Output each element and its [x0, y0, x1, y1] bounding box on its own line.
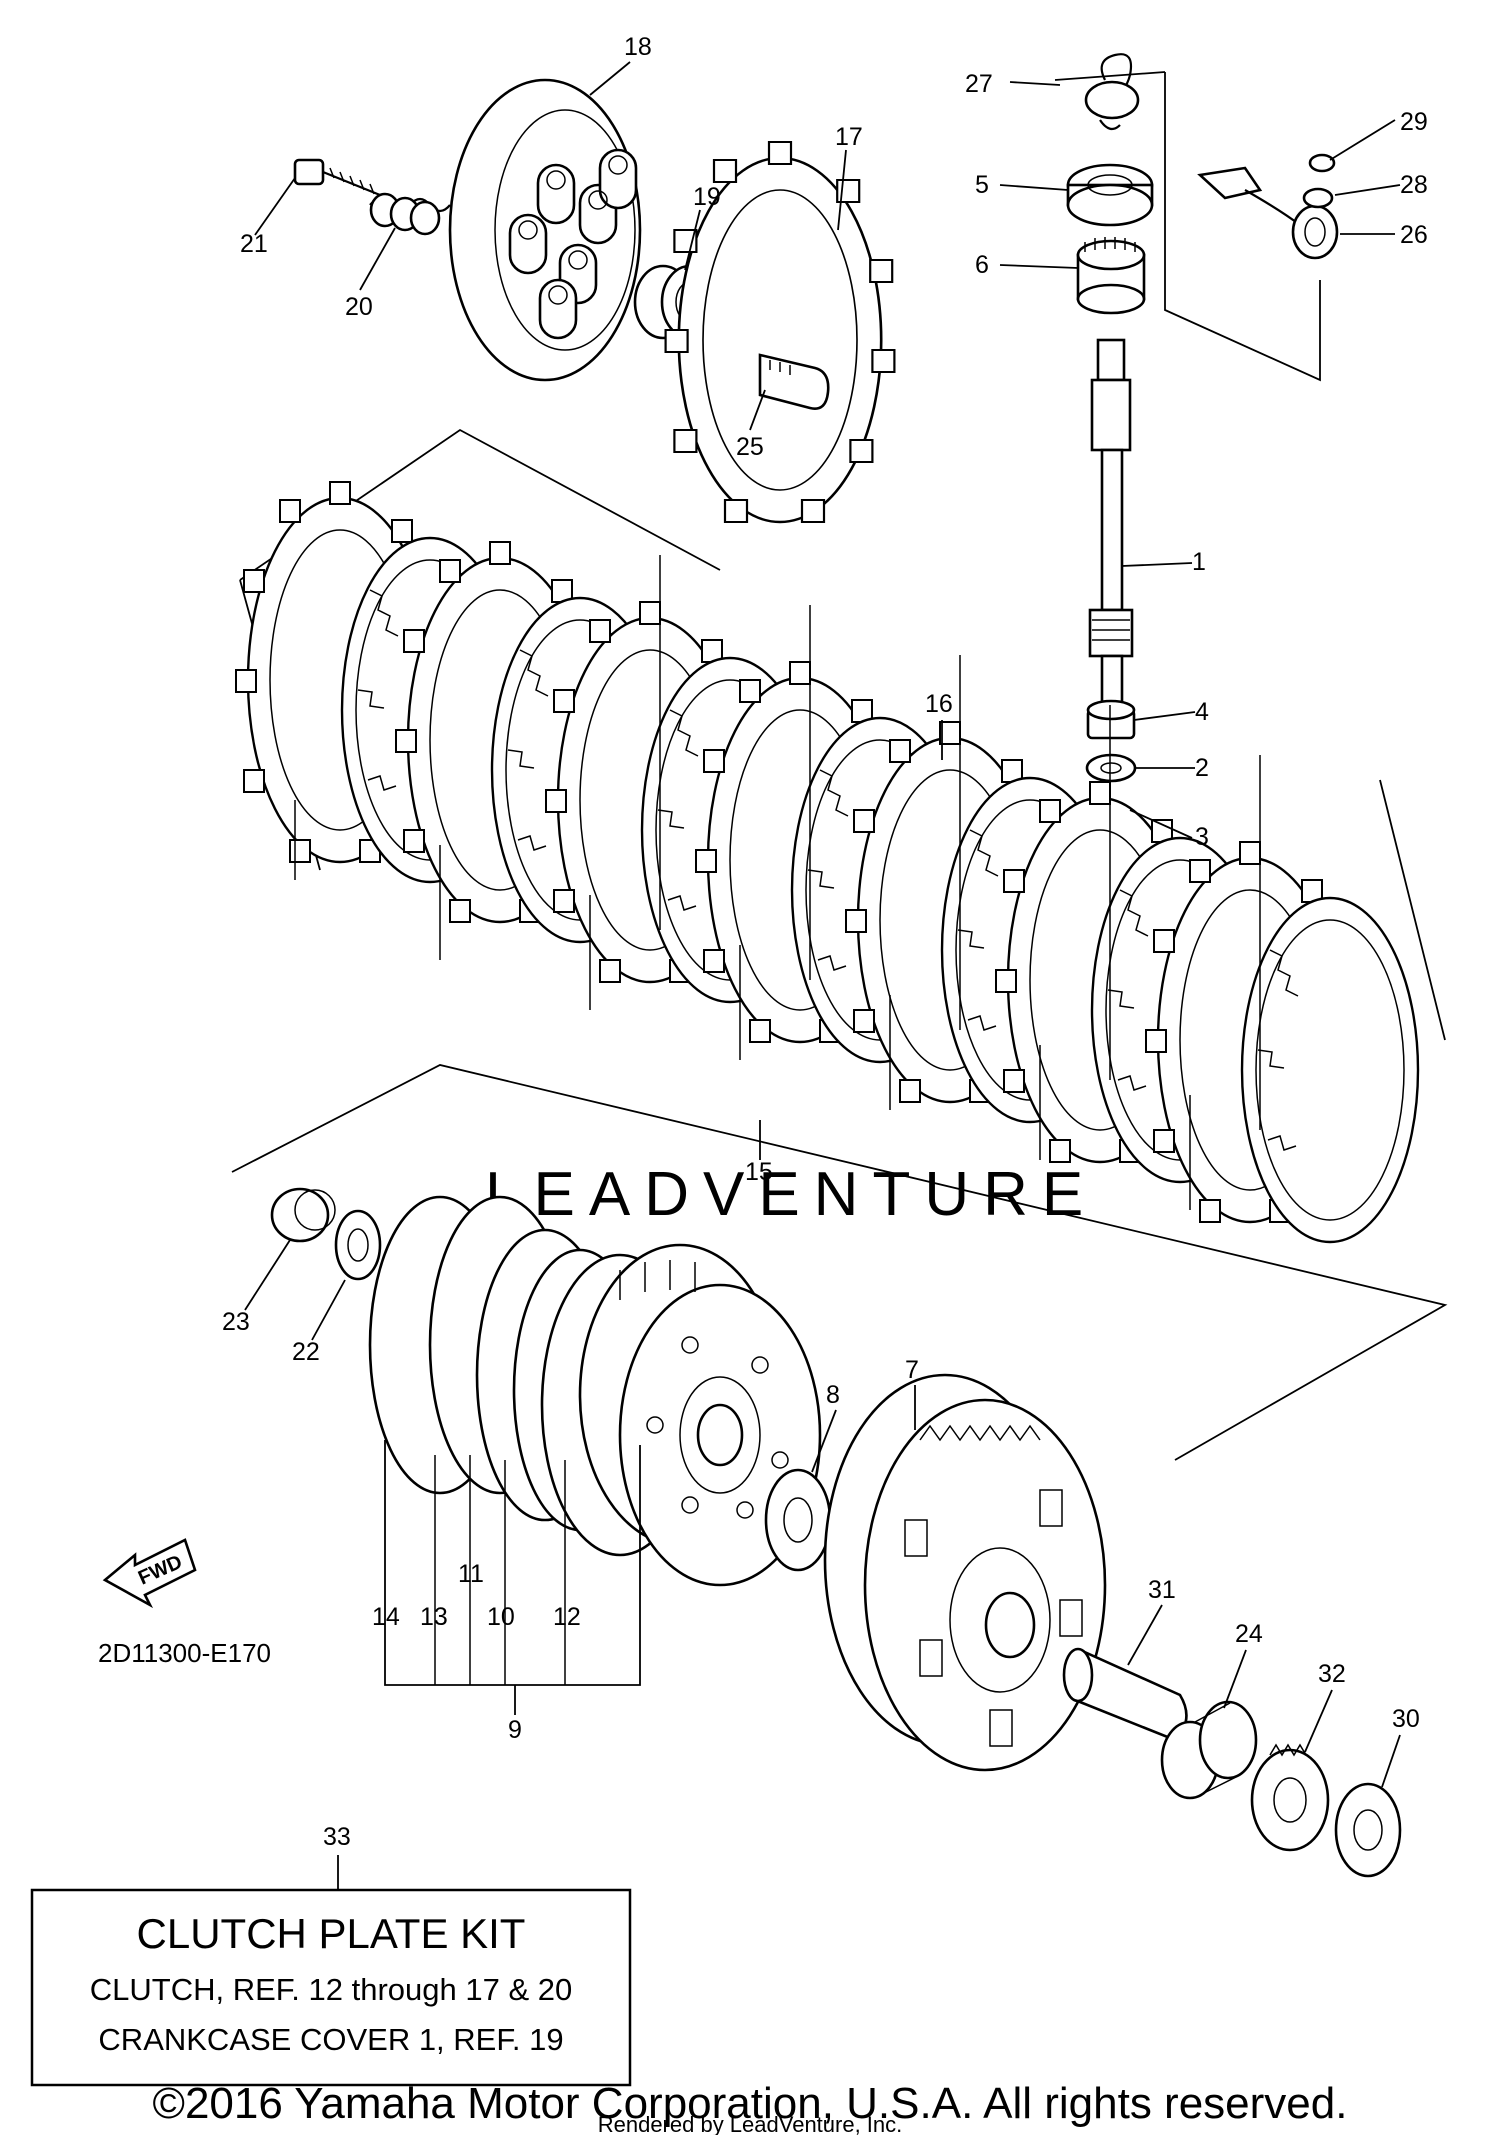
ref-label: 2 [1195, 754, 1209, 782]
ref-label: 24 [1235, 1620, 1263, 1648]
push-lever-shaft-group [1054, 53, 1339, 718]
ref-label: 18 [624, 33, 652, 61]
pressure-plate-group [293, 78, 642, 382]
ref-label: 15 [745, 1158, 773, 1186]
ref-label: 8 [826, 1381, 840, 1409]
ref-label: 1 [1192, 548, 1206, 576]
kit-title: CLUTCH PLATE KIT [137, 1910, 526, 1957]
plate-stack-group [234, 428, 1446, 1244]
lower-clutch-group [231, 1064, 1448, 1878]
diagram-code: 2D11300-E170 [98, 1638, 271, 1668]
leader-lines [244, 61, 1401, 1890]
ref-label: 26 [1400, 221, 1428, 249]
copyright-text: ©2016 Yamaha Motor Corporation, U.S.A. A… [153, 2079, 1348, 2128]
watermark-text: LEADVENTURE [485, 1160, 1097, 1229]
ref-label: 12 [553, 1603, 581, 1631]
rendered-by-text: Rendered by LeadVenture, Inc. [598, 2112, 903, 2135]
ref-label: 16 [925, 690, 953, 718]
ref-label: 13 [420, 1603, 448, 1631]
ref-label: 4 [1195, 698, 1209, 726]
kit-box: CLUTCH PLATE KIT CLUTCH, REF. 12 through… [30, 1888, 632, 2087]
ref-label: 28 [1400, 171, 1428, 199]
ref-label: 17 [835, 123, 863, 151]
small-shaft-parts [1085, 699, 1137, 819]
fwd-arrow [102, 1538, 197, 1609]
ref-label: 30 [1392, 1705, 1420, 1733]
ref-label: 33 [323, 1823, 351, 1851]
ref-label: 27 [965, 70, 993, 98]
reference-labels: 18 27 29 17 5 28 19 21 26 6 20 25 1 16 4… [222, 33, 1428, 1851]
ref-label: 9 [508, 1716, 522, 1744]
clutch-spring-shape [369, 192, 451, 236]
ref-label: 6 [975, 251, 989, 279]
ref-label: 23 [222, 1308, 250, 1336]
ref-label: 31 [1148, 1576, 1176, 1604]
ref-label: 29 [1400, 108, 1428, 136]
ref-label: 5 [975, 171, 989, 199]
ref-label: 3 [1195, 823, 1209, 851]
kit-line-2: CRANKCASE COVER 1, REF. 19 [98, 2022, 563, 2057]
ref-label: 21 [240, 230, 268, 258]
ref-label: 25 [736, 433, 764, 461]
ref-label: 19 [693, 183, 721, 211]
ref-label: 14 [372, 1603, 400, 1631]
pressure-plate-shape [448, 78, 642, 382]
ref-label: 20 [345, 293, 373, 321]
ref-label: 10 [487, 1603, 515, 1631]
kit-line-1: CLUTCH, REF. 12 through 17 & 20 [90, 1972, 572, 2007]
ref-label: 7 [905, 1356, 919, 1384]
ref-label: 22 [292, 1338, 320, 1366]
push-rod-shape [758, 353, 830, 410]
clutch-bolt-shape [293, 158, 381, 197]
ref-label: 32 [1318, 1660, 1346, 1688]
ref-label: 11 [458, 1560, 484, 1588]
